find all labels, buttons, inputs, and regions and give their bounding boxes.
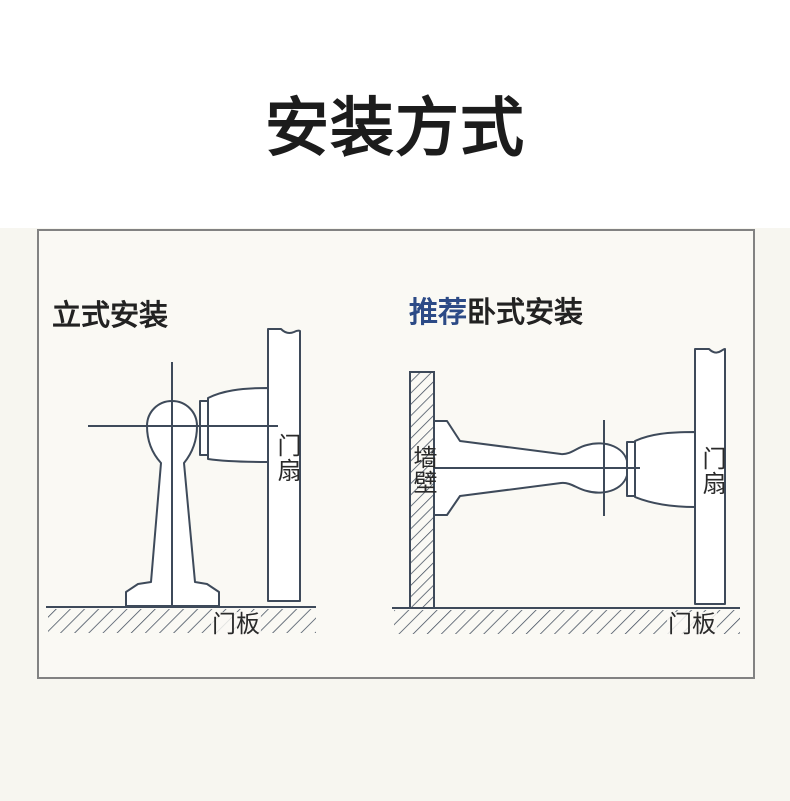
wall-label: 墙壁 bbox=[409, 445, 436, 495]
door-stop-cup bbox=[634, 431, 696, 508]
vertical-install-heading: 立式安装 bbox=[52, 300, 169, 332]
horizontal-install-heading: 推荐卧式安装 bbox=[409, 296, 583, 330]
recommended-tag: 推荐 bbox=[409, 297, 468, 329]
page-title: 安装方式 bbox=[265, 92, 525, 164]
door-leaf bbox=[694, 348, 726, 605]
horizontal-install-diagram bbox=[392, 348, 740, 634]
heading-text: 卧式安装 bbox=[467, 297, 584, 329]
floor-label: 门板 bbox=[211, 611, 261, 638]
door-leaf-label: 门扇 bbox=[273, 433, 300, 483]
floor-hatch bbox=[48, 609, 316, 633]
door-leaf bbox=[267, 328, 301, 602]
door-leaf-label: 门扇 bbox=[698, 446, 725, 496]
floor-label: 门板 bbox=[667, 611, 717, 638]
door-stop-flange bbox=[199, 400, 209, 456]
wall bbox=[409, 371, 435, 609]
vertical-install-diagram bbox=[46, 328, 316, 633]
